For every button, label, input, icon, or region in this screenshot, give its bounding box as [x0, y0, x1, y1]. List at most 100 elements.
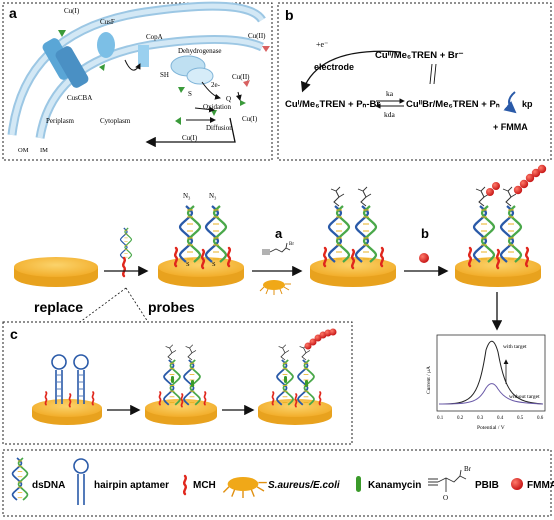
- gold-electrode-1: [14, 257, 98, 287]
- cusf-protein: [97, 32, 115, 58]
- propagation-arrow: [503, 91, 517, 114]
- svg-text:Br: Br: [289, 242, 294, 247]
- periplasm-label: Periplasm: [46, 117, 75, 125]
- step-b-label: b: [421, 226, 429, 241]
- pbib-initiator: [357, 186, 372, 207]
- cu1-triangle: [99, 64, 105, 71]
- panel-a-label: a: [9, 5, 17, 21]
- cu1-triangle-right: [240, 100, 246, 106]
- dpv-x-tick-label: 0.5: [517, 416, 524, 421]
- hairpin-aptamer: [73, 354, 89, 404]
- oxidation-label: Oxidation: [203, 103, 231, 111]
- legend-hairpin-label: hairpin aptamer: [94, 480, 169, 491]
- dpv-x-tick-label: 0.3: [477, 416, 484, 421]
- legend-dsdna-label: dsDNA: [32, 480, 65, 491]
- dpv-axes-box: [436, 334, 546, 412]
- cu1-right-label: Cu(I): [242, 115, 258, 123]
- pbib-initiator: [330, 186, 345, 207]
- gold-electrode-2: [158, 257, 244, 287]
- polyfmma-chain: [486, 164, 547, 196]
- cusf-label: CusF: [100, 18, 115, 26]
- dpv-xlabel: Potential / V: [477, 425, 505, 431]
- polyfmma-chain: [304, 328, 337, 350]
- cu2-triangle-top: [262, 46, 270, 52]
- legend-br-label: Br: [464, 465, 472, 473]
- replace-label: replace: [34, 299, 83, 315]
- legend-o-label: O: [443, 494, 448, 502]
- reduction-arrow: [235, 91, 242, 101]
- s-label: S: [188, 90, 192, 98]
- cu1-triangle-bottom: [175, 117, 181, 125]
- panel-a-frame: [2, 2, 273, 161]
- n3-label: N₃: [183, 192, 191, 200]
- s-label: S: [186, 261, 190, 268]
- legend-pbib-icon: Br O: [428, 465, 472, 502]
- cu2-triangle-mid: [243, 80, 250, 87]
- bottom-left-species: Cuᴵ/Me₆TREN + Pₙ-Br: [285, 99, 380, 110]
- ka-label: ka: [386, 89, 394, 98]
- im-label: IM: [40, 147, 48, 154]
- cu2-mid-label: Cu(II): [232, 73, 250, 81]
- dsdna-strand: [499, 204, 523, 264]
- q-label: Q: [226, 95, 231, 103]
- oxidation-arrow: [194, 106, 215, 113]
- dpv-x-tick-label: 0.2: [457, 416, 464, 421]
- pbib-reagent: Br: [262, 242, 294, 255]
- hairpin-aptamer: [51, 354, 67, 404]
- panel-c-electrode-1: [32, 399, 102, 425]
- legend-fmma-label: FMMA: [527, 480, 554, 491]
- cuscba-channel: [42, 38, 89, 88]
- kanamycin-mark: [191, 380, 194, 387]
- cell-membranes: [7, 1, 266, 139]
- om-label: OM: [18, 147, 29, 154]
- diffusion-label: Diffusion: [206, 124, 233, 132]
- panel-b-label: b: [285, 7, 294, 23]
- electron-arrow: [201, 81, 221, 100]
- legend-kanamycin-icon: [356, 476, 361, 492]
- legend-frame: [2, 449, 552, 517]
- n3-label: N₃: [209, 192, 217, 200]
- dsdna-strand: [354, 204, 378, 264]
- cu2-top-label: Cu(II): [248, 32, 266, 40]
- dpv-x-tick-label: 0.6: [537, 416, 544, 421]
- dsdna-strand: [204, 204, 228, 264]
- legend-kanamycin-label: Kanamycin: [368, 480, 421, 491]
- kanamycin-mark: [305, 380, 308, 387]
- cu1-top-label: Cu(I): [64, 7, 80, 15]
- top-species: Cuᴵᴵ/Me₆TREN + Br⁻: [375, 50, 464, 61]
- legend-hairpin-icon: [73, 458, 89, 505]
- step-a-label: a: [275, 226, 283, 241]
- kanamycin-mark: [171, 376, 174, 383]
- with-target-label: with target: [503, 344, 527, 350]
- copa-protein: [138, 45, 149, 67]
- with-target-curve: [438, 340, 544, 405]
- kp-label: kp: [522, 99, 533, 109]
- dpv-x-tick-label: 0.4: [497, 416, 504, 421]
- kanamycin-mark: [284, 376, 287, 383]
- probes-label: probes: [148, 299, 195, 315]
- cu1-bottom-label: Cu(I): [182, 134, 198, 142]
- two-e-label: 2e-: [211, 81, 221, 89]
- copa-label: CopA: [146, 33, 163, 41]
- diffusion-arrow: [145, 117, 236, 148]
- mch-probe: [121, 256, 127, 278]
- legend-pbib-label: PBIB: [475, 480, 499, 491]
- electron-label: +e⁻: [316, 40, 328, 49]
- legend-fmma-icon: [511, 478, 523, 490]
- panel-b-frame: [277, 2, 552, 161]
- cu1-triangle-s: [178, 87, 185, 93]
- dehydrogenase-protein: [170, 55, 214, 85]
- without-target-curve: [438, 383, 544, 405]
- cytoplasm-label: Cytoplasm: [100, 117, 131, 125]
- kda-label: kda: [384, 110, 396, 119]
- dpv-plot: with target without target Current / μA …: [426, 334, 546, 431]
- cu1-triangle-top: [58, 30, 66, 37]
- dotted-lines: [79, 287, 149, 323]
- cycle-arrow: [124, 59, 141, 71]
- panel-c-electrode-2: [145, 399, 217, 425]
- legend-bacteria-label: S.aureus/E.coli: [268, 480, 340, 491]
- bottom-right-species: CuᴵᴵBr/Me₆TREN + Pₙ: [406, 99, 500, 110]
- dehydrogenase-label: Dehydrogenase: [178, 47, 222, 55]
